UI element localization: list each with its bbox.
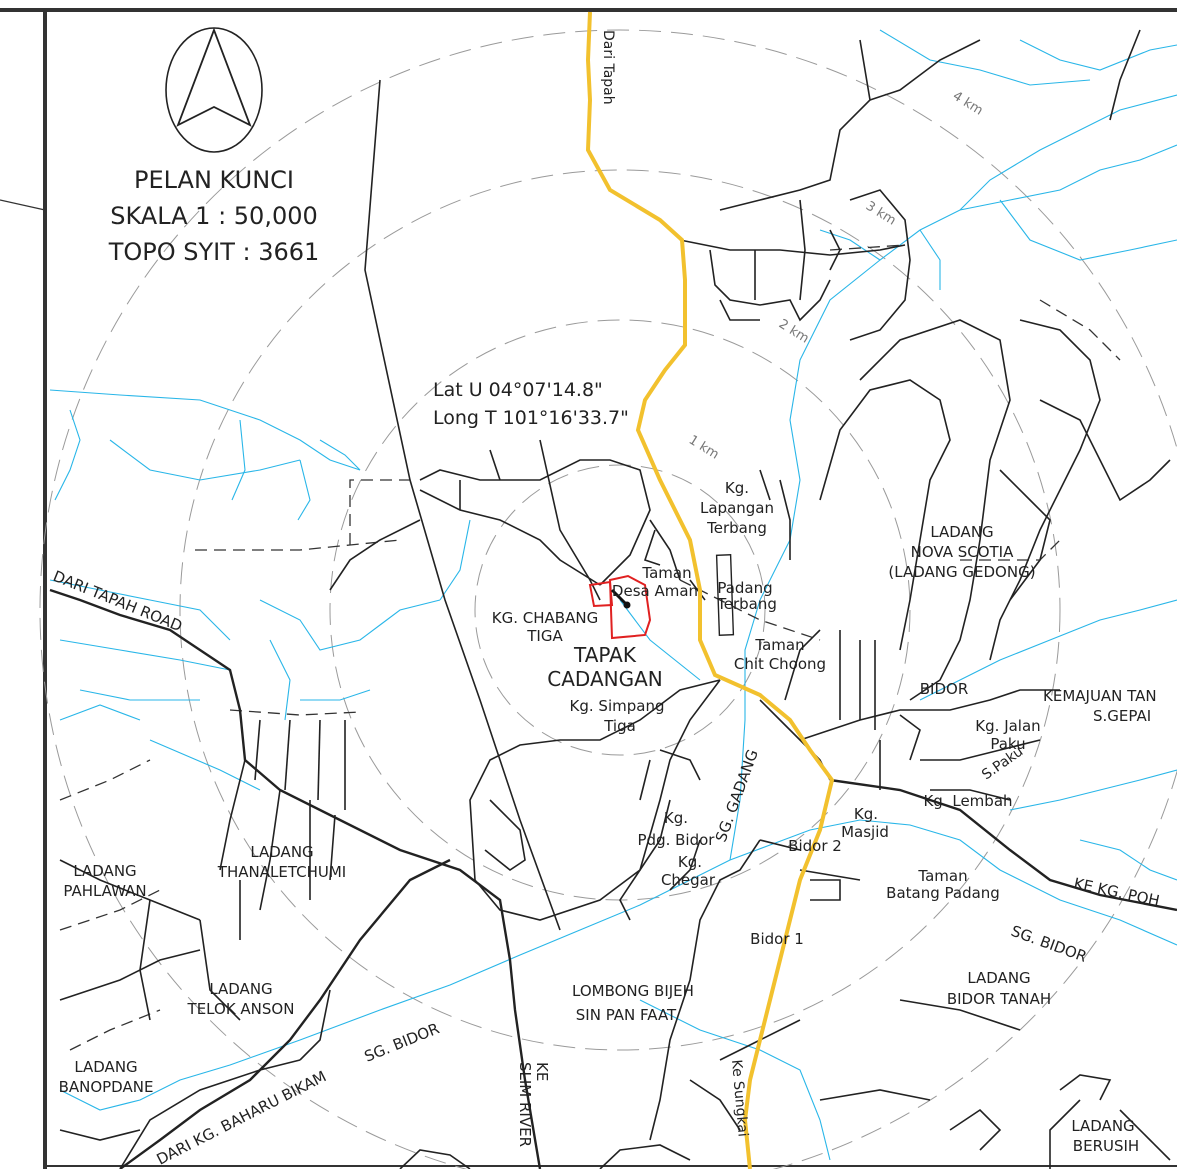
label-taman-chit-2: Chit Choong	[734, 655, 826, 673]
site-marker	[623, 601, 631, 609]
ring-label-4km: 4 km	[950, 89, 986, 119]
site-label-line2: CADANGAN	[547, 667, 662, 691]
label-taman-chit-1: Taman	[754, 636, 804, 654]
longitude-label: Long T 101°16'33.7"	[433, 407, 629, 429]
label-lombong-1: LOMBONG BIJEH	[572, 982, 694, 1000]
label-bidor: BIDOR	[920, 680, 969, 698]
roads	[49, 29, 1177, 1169]
label-taman-batang-2: Batang Padang	[886, 884, 1000, 902]
label-padang-terbang-1: Padang	[717, 579, 772, 597]
label-ladang-berusih-1: LADANG	[1071, 1117, 1134, 1135]
label-kg-masjid-2: Masjid	[841, 823, 889, 841]
label-kg-lembah: Kg. Lembah	[923, 792, 1012, 810]
label-taman-desa-1: Taman	[641, 564, 691, 582]
label-kg-lapangan-1: Kg.	[725, 479, 749, 497]
label-kg-jalan-paku-1: Kg. Jalan	[975, 717, 1040, 735]
rivers	[49, 29, 1177, 1161]
latitude-label: Lat U 04°07'14.8"	[433, 379, 603, 401]
label-ladang-pahlawan-2: PAHLAWAN	[63, 882, 146, 900]
ring-1km	[474, 464, 766, 756]
label-ke-slim-river-1: KE	[533, 1062, 551, 1081]
ring-3km	[179, 169, 1061, 1051]
label-sg-bidor-east: SG. BIDOR	[1009, 922, 1090, 966]
ring-4km	[39, 29, 1177, 1169]
label-ladang-telok-1: LADANG	[209, 980, 272, 998]
label-kg-pdg-bidor-2: Pdg. Bidor	[638, 831, 716, 849]
label-dari-tapah: Dari Tapah	[600, 30, 616, 105]
label-bidor-2: Bidor 2	[788, 837, 842, 855]
label-taman-batang-1: Taman	[917, 867, 967, 885]
label-ladang-pahlawan-1: LADANG	[73, 862, 136, 880]
title-line-plan: PELAN KUNCI	[134, 166, 294, 194]
label-ladang-nova-1: LADANG	[930, 523, 993, 541]
main-highway	[585, 11, 835, 1169]
ring-label-1km: 1 km	[686, 433, 722, 463]
ring-label-3km: 3 km	[863, 199, 899, 229]
label-ladang-thanaletchumi-2: THANALETCHUMI	[217, 863, 346, 881]
label-dari-kg-baharu: DARI KG. BAHARU BIKAM	[154, 1067, 330, 1168]
label-bidor-1: Bidor 1	[750, 930, 804, 948]
label-kg-chabang-1: KG. CHABANG	[492, 609, 598, 627]
label-sg-gadang: SG. GADANG	[712, 747, 762, 844]
label-ladang-telok-2: TELOK ANSON	[187, 1000, 295, 1018]
site-pointer-line	[610, 588, 629, 607]
label-ladang-banopdane-1: LADANG	[74, 1058, 137, 1076]
title-line-sheet: TOPO SYIT : 3661	[108, 238, 320, 266]
label-kemajuan-2: S.GEPAI	[1093, 707, 1151, 725]
label-padang-terbang-2: Terbang	[716, 595, 777, 613]
runway	[715, 554, 735, 636]
label-ladang-nova-2: NOVA SCOTIA	[911, 543, 1014, 561]
label-ladang-nova-3: (LADANG GEDONG)	[888, 563, 1035, 581]
label-ladang-bidor-tanah-1: LADANG	[967, 969, 1030, 987]
title-line-scale: SKALA 1 : 50,000	[110, 202, 318, 230]
label-dari-tapah-road: DARI TAPAH ROAD	[51, 567, 185, 635]
label-kg-chegar-1: Kg.	[678, 853, 702, 871]
label-ke-slim-river-2: SLIM RIVER	[516, 1062, 534, 1147]
label-ke-kg-poh: KE KG. POH	[1072, 874, 1161, 910]
label-kg-chegar-2: Chegar	[661, 871, 716, 889]
label-kg-simpang-1: Kg. Simpang	[570, 697, 665, 715]
map-frame	[0, 8, 1177, 1169]
label-ladang-berusih-2: BERUSIH	[1073, 1137, 1139, 1155]
label-kg-chabang-2: TIGA	[526, 627, 563, 645]
label-ke-sungkai: Ke Sungkai	[728, 1059, 751, 1138]
label-ladang-banopdane-2: BANOPDANE	[59, 1078, 154, 1096]
label-taman-desa-2: Desa Aman	[612, 582, 698, 600]
label-kg-lapangan-2: Lapangan	[700, 499, 774, 517]
site-label-line1: TAPAK	[573, 643, 637, 667]
ring-label-2km: 2 km	[776, 317, 812, 347]
label-kemajuan-1: KEMAJUAN TAN	[1043, 687, 1157, 705]
label-kg-simpang-2: Tiga	[603, 717, 636, 735]
label-kg-jalan-paku-2: Paku	[990, 735, 1025, 753]
label-lombong-2: SIN PAN FAAT	[576, 1006, 677, 1024]
north-arrow-icon	[165, 27, 263, 153]
label-kg-masjid-1: Kg.	[854, 805, 878, 823]
label-ladang-bidor-tanah-2: BIDOR TANAH	[947, 990, 1051, 1008]
site-boundary	[588, 574, 652, 640]
label-sg-bidor-west: SG. BIDOR	[362, 1019, 442, 1065]
label-kg-lapangan-3: Terbang	[706, 519, 767, 537]
label-ladang-thanaletchumi-1: LADANG	[250, 843, 313, 861]
label-kg-pdg-bidor-1: Kg.	[664, 809, 688, 827]
